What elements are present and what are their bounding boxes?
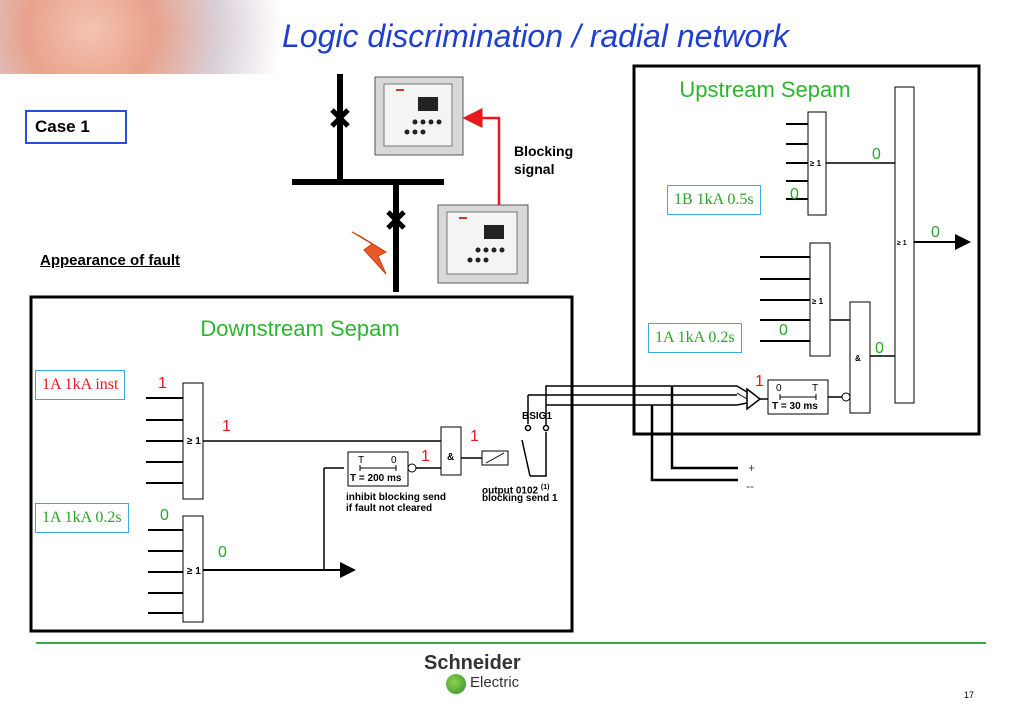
supply-minus-wire [670, 386, 738, 470]
upstream-and-gate [849, 301, 871, 414]
bsig-label: BSIG1 [522, 411, 553, 422]
value-and-output: 1 [470, 428, 479, 445]
upstream-timer-30ms [767, 379, 829, 415]
upstream-sepam-frame [632, 64, 981, 436]
downstream-relay-device-icon [437, 204, 529, 284]
value-upstream-or1-output: 0 [872, 146, 881, 163]
value-or2-output: 0 [218, 544, 227, 561]
header-banner-image [0, 0, 300, 74]
supply-plus-label: + [748, 461, 756, 475]
page-title: Logic discrimination / radial network [282, 18, 789, 54]
upstream-or-gate-1 [786, 111, 827, 216]
upstream-breaker-icon [330, 108, 350, 128]
downstream-sepam-frame [29, 295, 574, 633]
upstream-timer-30ms-value: T = 30 ms [772, 401, 818, 412]
downstream-breaker-icon [386, 210, 406, 230]
upstream-and-symbol: & [855, 354, 861, 363]
single-line-network [292, 74, 444, 292]
upstream-or-gate-2 [760, 242, 831, 357]
fault-label: Appearance of fault [40, 252, 181, 269]
page-number: 17 [964, 690, 975, 700]
upstream-or1-symbol: ≥ 1 [810, 159, 822, 168]
setting-1a-02s-upstream: 1A 1kA 0.2s [648, 323, 742, 353]
logo-text-electric: Electric [470, 674, 520, 691]
output-note-sup: (1) [540, 484, 550, 491]
upstream-final-or-gate [894, 86, 915, 404]
footer-divider [36, 642, 986, 644]
case-label: Case 1 [25, 110, 127, 144]
upstream-timer-t: T [812, 383, 819, 394]
inhibit-note-line2: if fault not cleared [346, 503, 433, 514]
timer-inverter-bubble [407, 463, 417, 473]
output-note-line2: blocking send 1 [482, 493, 558, 504]
upstream-timer-zero: 0 [776, 383, 782, 394]
and-gate-symbol: & [447, 452, 455, 463]
supply-plus-wire [650, 405, 738, 482]
supply-minus-label: -- [746, 479, 754, 493]
logo-text-schneider: Schneider [424, 652, 521, 674]
upstream-or2-symbol: ≥ 1 [812, 297, 824, 306]
output-relay-coil-icon [481, 450, 509, 466]
bsig-contacts [521, 385, 737, 477]
or-gate-1-symbol: ≥ 1 [187, 436, 201, 447]
inhibit-note-line1: inhibit blocking send [346, 492, 446, 503]
timer-zero-label: 0 [391, 455, 397, 466]
upstream-relay-device-icon [374, 76, 464, 156]
downstream-or-gate-1 [146, 382, 204, 500]
setting-1b-05s: 1B 1kA 0.5s [667, 185, 761, 215]
timer-t-label: T [358, 455, 365, 466]
upstream-final-or-symbol: ≥ 1 [897, 240, 907, 247]
downstream-sepam-title: Downstream Sepam [200, 316, 400, 341]
setting-1a-02s-downstream: 1A 1kA 0.2s [35, 503, 129, 533]
downstream-or-gate-2 [148, 515, 204, 623]
value-inst-input: 1 [158, 375, 167, 392]
blocking-signal-arrow [462, 108, 501, 205]
value-1b-input: 0 [790, 186, 799, 203]
output-note-line1: output 0102 (1) [482, 482, 549, 496]
fault-lightning-icon [351, 231, 388, 275]
value-upstream-and-output: 0 [875, 340, 884, 357]
value-02s-input: 0 [160, 507, 169, 524]
or-gate-2-symbol: ≥ 1 [187, 566, 201, 577]
downstream-timer-200ms [347, 451, 409, 487]
value-timer-output: 1 [421, 448, 430, 465]
blocking-input-arrow [746, 387, 762, 411]
output-note-text: output 0102 [482, 485, 539, 497]
timer-200ms-value: T = 200 ms [350, 473, 402, 484]
upstream-sepam-title: Upstream Sepam [679, 77, 851, 102]
setting-1a-inst: 1A 1kA inst [35, 370, 126, 400]
value-upstream-output: 0 [931, 224, 940, 241]
blocking-signal-label: Blocking signal [514, 143, 574, 177]
value-blocking-input: 1 [755, 373, 764, 390]
value-1a-input: 0 [779, 322, 788, 339]
value-or1-output: 1 [222, 418, 231, 435]
downstream-and-gate [440, 426, 462, 476]
schneider-logo-icon [446, 674, 466, 694]
upstream-timer-inverter-bubble [841, 392, 851, 402]
